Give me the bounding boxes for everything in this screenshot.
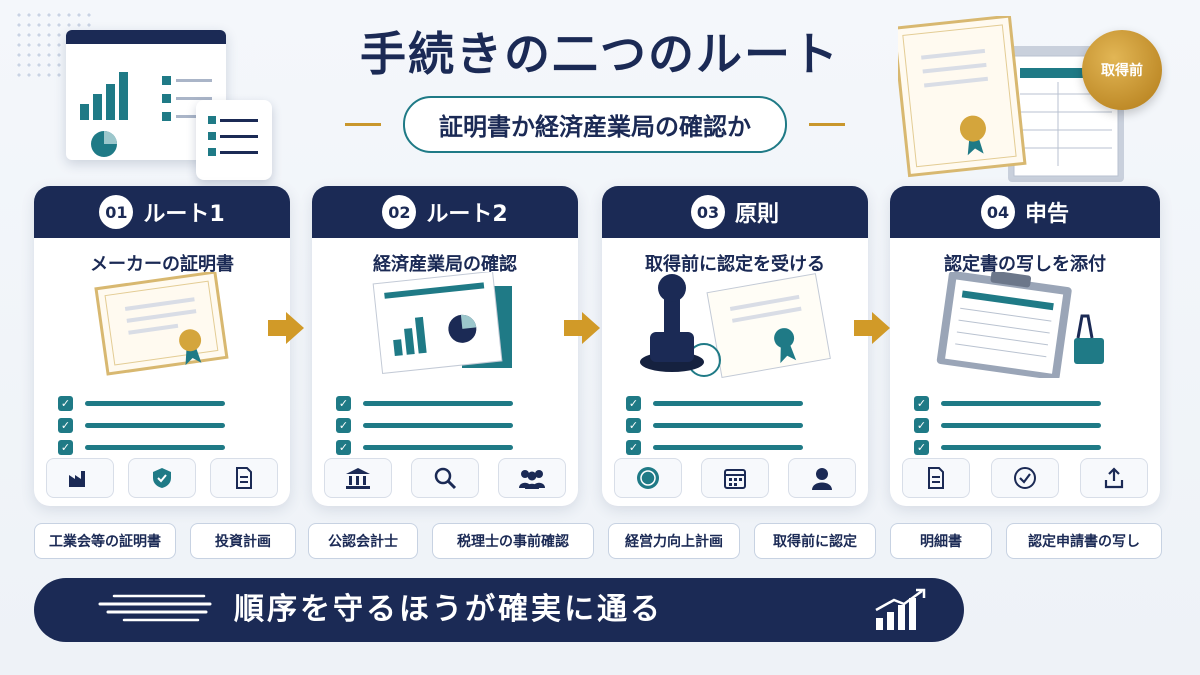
arrow-right-icon	[564, 312, 600, 344]
route-card-1: 01 ルート1 メーカーの証明書 ✓ ✓ ✓	[34, 186, 290, 506]
tag-management-plan: 経営力向上計画	[608, 523, 740, 559]
card-header: 03 原則	[602, 186, 868, 238]
subtitle-divider-left	[345, 122, 381, 126]
document-icon	[902, 458, 970, 498]
icon-row	[902, 458, 1148, 498]
icon-row	[46, 458, 278, 498]
card-heading: 原則	[734, 202, 779, 227]
step-number: 02	[382, 195, 417, 229]
person-icon	[788, 458, 856, 498]
check-icon: ✓	[58, 417, 73, 433]
tag-application-copy: 認定申請書の写し	[1006, 523, 1162, 559]
check-icon: ✓	[336, 395, 351, 411]
checklist-illustration	[196, 100, 272, 180]
arrow-right-icon	[268, 312, 304, 344]
icon-row	[614, 458, 856, 498]
tag-industry-certificate: 工業会等の証明書	[34, 523, 176, 559]
search-icon	[411, 458, 479, 498]
upload-icon	[1080, 458, 1148, 498]
check-icon: ✓	[58, 439, 73, 455]
card-subtitle: 取得前に認定を受ける	[645, 254, 825, 275]
step-number: 01	[99, 195, 134, 229]
check-icon: ✓	[914, 417, 929, 433]
check-icon: ✓	[914, 395, 929, 411]
card-heading: ルート1	[143, 202, 225, 227]
speed-lines-icon	[98, 594, 212, 622]
stamp-illustration	[640, 273, 831, 378]
check-icon: ✓	[626, 439, 641, 455]
declaration-card-4: 04 申告 認定書の写しを添付 ✓ ✓ ✓	[890, 186, 1160, 506]
tag-pre-acquisition-approval: 取得前に認定	[754, 523, 876, 559]
step-number: 04	[980, 195, 1015, 229]
subtitle-row: 証明書か経済産業局の確認か	[300, 95, 890, 153]
conclusion-banner: 順序を守るほうが確実に通る	[34, 578, 964, 642]
document-icon	[210, 458, 278, 498]
report-illustration	[372, 272, 512, 374]
card-heading: 申告	[1024, 202, 1069, 227]
card-subtitle: メーカーの証明書	[90, 254, 234, 275]
card-subtitle: 認定書の写しを添付	[944, 254, 1106, 275]
tag-investment-plan: 投資計画	[190, 523, 296, 559]
arrow-right-icon	[854, 312, 890, 344]
growth-chart-icon	[875, 588, 926, 630]
page-title: 手続きの二つのルート	[360, 27, 840, 81]
checklist: ✓ ✓ ✓	[626, 392, 803, 458]
check-icon: ✓	[626, 395, 641, 411]
check-icon: ✓	[914, 439, 929, 455]
card-subtitle: 経済産業局の確認	[373, 254, 517, 275]
check-icon: ✓	[336, 439, 351, 455]
check-circle-icon	[991, 458, 1059, 498]
card-header: 02 ルート2	[312, 186, 578, 238]
page-subtitle: 証明書か経済産業局の確認か	[403, 95, 787, 153]
route-card-2: 02 ルート2 経済産業局の確認 ✓ ✓ ✓	[312, 186, 578, 506]
people-icon	[498, 458, 566, 498]
clipboard-illustration	[936, 272, 1104, 378]
check-icon: ✓	[336, 417, 351, 433]
subtitle-divider-right	[809, 122, 845, 126]
tag-cpa: 公認会計士	[308, 523, 418, 559]
step-number: 03	[690, 195, 725, 229]
card-header: 01 ルート1	[34, 186, 290, 238]
principle-card-3: 03 原則 取得前に認定を受ける ✓ ✓ ✓	[602, 186, 868, 506]
check-icon: ✓	[58, 395, 73, 411]
acquisition-badge: 取得前	[1082, 30, 1162, 110]
checklist: ✓ ✓ ✓	[336, 392, 513, 458]
tag-statement: 明細書	[890, 523, 992, 559]
card-header: 04 申告	[890, 186, 1160, 238]
checklist: ✓ ✓ ✓	[58, 392, 225, 458]
check-icon: ✓	[626, 417, 641, 433]
tag-tax-accountant-check: 税理士の事前確認	[432, 523, 594, 559]
checklist: ✓ ✓ ✓	[914, 392, 1101, 458]
calendar-icon	[701, 458, 769, 498]
banner-text: 順序を守るほうが確実に通る	[234, 592, 663, 627]
card-heading: ルート2	[426, 202, 508, 227]
factory-icon	[46, 458, 114, 498]
certificate-illustration	[94, 272, 229, 376]
seal-icon	[614, 458, 682, 498]
bank-icon	[324, 458, 392, 498]
shield-check-icon	[128, 458, 196, 498]
icon-row	[324, 458, 566, 498]
